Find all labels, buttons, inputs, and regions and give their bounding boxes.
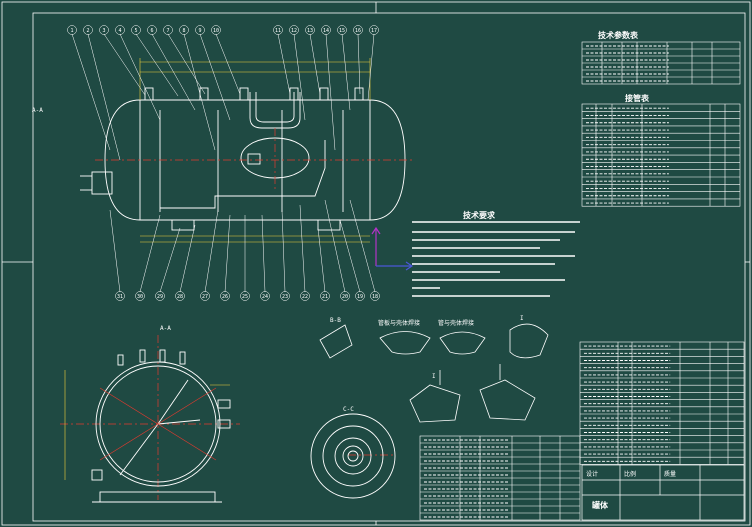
- balloon-number: 22: [302, 294, 308, 300]
- section-mark-cc: C-C: [343, 406, 354, 413]
- balloon-number: 9: [198, 28, 201, 34]
- design-data-title: 技术参数表: [598, 30, 639, 40]
- parts-list-table: [579, 341, 745, 465]
- balloon-circle: [280, 291, 290, 301]
- vessel-side-view: [91, 349, 231, 503]
- balloon-number: 19: [357, 294, 363, 300]
- balloon-circle: [99, 25, 109, 35]
- balloon-number: 25: [242, 294, 248, 300]
- balloon-number: 6: [150, 28, 153, 34]
- balloon-number: 8: [182, 28, 185, 34]
- ucs-icon: [371, 226, 414, 271]
- balloon-circle: [300, 291, 310, 301]
- nozzle-view-cc: [310, 413, 396, 499]
- balloon-number: 4: [118, 28, 121, 34]
- balloon-number: 3: [102, 28, 105, 34]
- design-data-table: [581, 41, 741, 85]
- balloon-number: 18: [372, 294, 378, 300]
- balloon-number: 27: [202, 294, 208, 300]
- section-mark-bb: B-B: [330, 317, 341, 324]
- balloon-circle: [211, 25, 221, 35]
- balloon-number: 29: [157, 294, 163, 300]
- balloon-circle: [340, 291, 350, 301]
- balloon-circle: [220, 291, 230, 301]
- side-view-centers: [99, 387, 217, 461]
- balloon-number: 12: [291, 28, 297, 34]
- balloon-number: 13: [307, 28, 313, 34]
- balloon-circle: [67, 25, 77, 35]
- balloon-circle: [355, 291, 365, 301]
- balloon-circle: [337, 25, 347, 35]
- weld-caption-1: 管板与壳体焊接: [378, 319, 420, 327]
- balloon-number: 31: [117, 294, 123, 300]
- balloon-number: 30: [137, 294, 143, 300]
- section-mark-ii: I: [520, 315, 524, 322]
- weld-details: [319, 323, 549, 423]
- balloon-circle: [195, 25, 205, 35]
- balloon-circle: [135, 291, 145, 301]
- lower-parts-table: [419, 435, 581, 521]
- balloon-number: 15: [339, 28, 345, 34]
- balloon-circle: [370, 291, 380, 301]
- balloon-circle: [175, 291, 185, 301]
- balloon-number: 14: [323, 28, 329, 34]
- balloon-number: 2: [86, 28, 89, 34]
- title-block: [581, 464, 745, 521]
- balloon-circle: [200, 291, 210, 301]
- title-block-mass: 质量: [664, 470, 676, 478]
- title-block-unit: 比例: [624, 470, 636, 478]
- balloon-circle: [289, 25, 299, 35]
- leader-lines: [71, 33, 376, 293]
- balloon-circle: [147, 25, 157, 35]
- balloon-number: 24: [262, 294, 268, 300]
- nozzle-table-title: 接管表: [625, 93, 650, 103]
- balloon-circle: [369, 25, 379, 35]
- balloon-circle: [305, 25, 315, 35]
- balloon-number: 23: [282, 294, 288, 300]
- detail-mark-i: I: [432, 373, 436, 380]
- dimension-lines: [64, 58, 371, 480]
- balloon-number: 5: [134, 28, 137, 34]
- balloon-number: 28: [177, 294, 183, 300]
- title-block-name: 罐体: [591, 500, 609, 510]
- vessel-elevation-view: [80, 87, 406, 231]
- balloon-circle: [83, 25, 93, 35]
- balloon-numbers-bottom: 31 30 29 28 27 26 25 24 23 22 21 20 19 18: [115, 291, 380, 301]
- balloon-number: 17: [371, 28, 377, 34]
- balloon-number: 20: [342, 294, 348, 300]
- balloon-circle: [273, 25, 283, 35]
- section-mark-aa-side: A-A: [160, 325, 171, 332]
- weld-caption-2: 管与壳体焊接: [438, 319, 474, 327]
- balloon-number: 21: [322, 294, 328, 300]
- technical-requirements-text: [412, 221, 580, 297]
- balloon-circle: [260, 291, 270, 301]
- balloon-circle: [115, 25, 125, 35]
- balloon-circle: [115, 291, 125, 301]
- title-block-design: 设计: [586, 470, 598, 478]
- balloon-circle: [179, 25, 189, 35]
- balloon-number: 7: [166, 28, 169, 34]
- section-mark-aa-top: A-A: [32, 107, 43, 114]
- balloon-number: 11: [275, 28, 281, 34]
- center-lines: [60, 128, 415, 500]
- balloon-circle: [163, 25, 173, 35]
- balloon-circle: [321, 25, 331, 35]
- balloon-number: 1: [70, 28, 73, 34]
- tech-req-title: 技术要求: [463, 210, 496, 220]
- nozzle-table: [581, 103, 741, 207]
- balloon-circle: [320, 291, 330, 301]
- balloon-circle: [353, 25, 363, 35]
- balloon-circle: [155, 291, 165, 301]
- balloon-number: 10: [213, 28, 219, 34]
- balloon-circle: [240, 291, 250, 301]
- balloon-number: 26: [222, 294, 228, 300]
- balloon-circle: [131, 25, 141, 35]
- balloon-number: 16: [355, 28, 361, 34]
